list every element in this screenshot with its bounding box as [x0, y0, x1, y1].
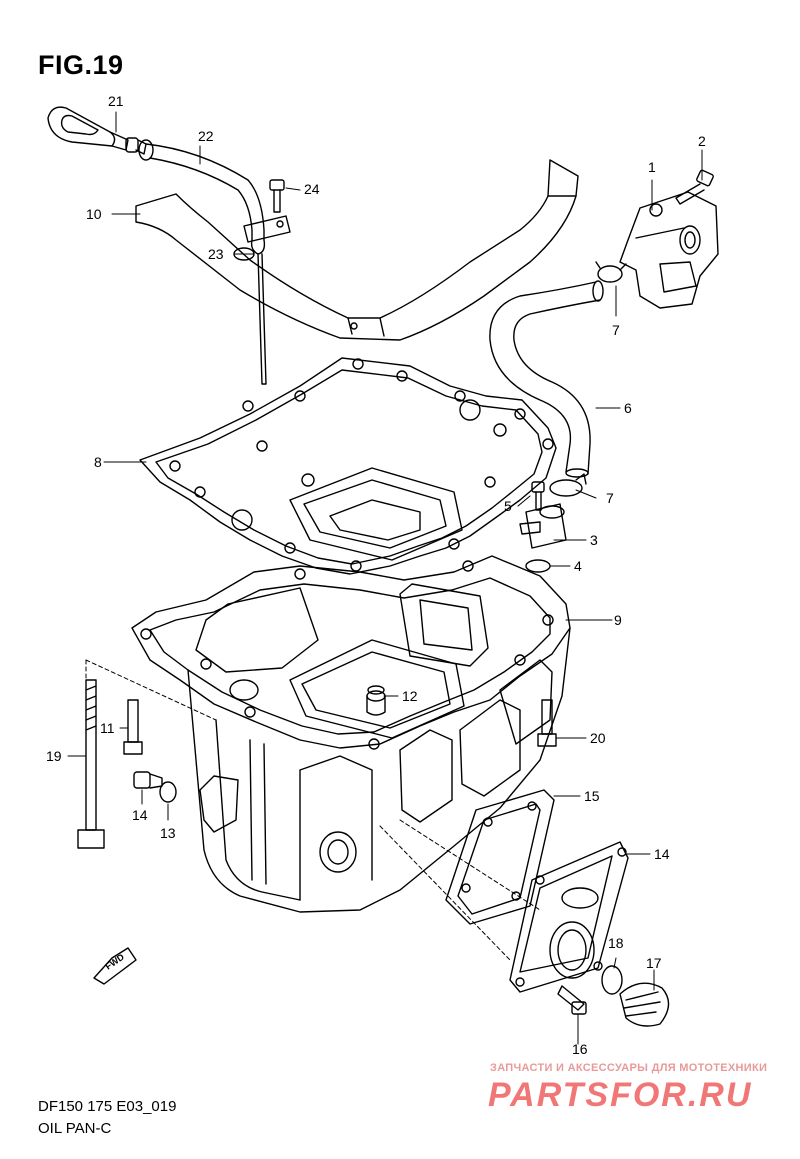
clamp-7-upper-part [595, 261, 627, 283]
hose-6-part [489, 280, 604, 478]
figure-name-caption: OIL PAN-C [38, 1120, 112, 1137]
callout-16: 15 [584, 788, 600, 804]
clamp-7-lower-part [549, 473, 587, 497]
callout-13: 13 [160, 825, 176, 841]
bolt-2-part [675, 169, 714, 205]
callout-1: 1 [648, 159, 656, 175]
callout-20: 19 [46, 748, 62, 764]
gasket-16-part [445, 789, 555, 925]
plug-18-part [619, 982, 670, 1027]
callout-5: 5 [504, 498, 512, 514]
callout-21: 20 [590, 730, 606, 746]
callout-25: 24 [304, 181, 320, 197]
callout-8: 8 [94, 454, 102, 470]
watermark-brand: PARTSFOR.RU [488, 1076, 753, 1114]
callout-2: 2 [698, 133, 706, 149]
callout-22: 21 [108, 93, 124, 109]
bolt-17-part [557, 985, 587, 1015]
figure-title: FIG.19 [38, 50, 124, 80]
bracket-10-part [135, 159, 579, 341]
bolt-14-part [133, 771, 163, 789]
bolt-5-part [531, 481, 545, 511]
callout-18: 17 [646, 955, 662, 971]
forward-arrow: FWD [93, 947, 137, 985]
callout-24: 23 [208, 246, 224, 262]
bolt-21-part [537, 699, 557, 747]
callout-10: 10 [86, 206, 102, 222]
callout-15: 14 [654, 846, 670, 862]
callout-12: 12 [402, 688, 418, 704]
bolt-11-part [123, 699, 143, 755]
watermark-tagline: ЗАПЧАСТИ И АКСЕССУАРЫ ДЛЯ МОТОТЕХНИКИ [490, 1062, 768, 1074]
leader-lines [67, 111, 703, 1045]
callout-19: 18 [608, 935, 624, 951]
callout-9: 9 [614, 612, 622, 628]
dipstick-part [47, 106, 147, 155]
housing-1-part [619, 191, 719, 309]
model-code-caption: DF150 175 E03_019 [38, 1098, 177, 1115]
callout-23: 22 [198, 128, 214, 144]
dipstick-tube-part [138, 139, 291, 385]
callout-3: 3 [590, 532, 598, 548]
callout-6: 6 [624, 400, 632, 416]
callout-7-upper: 7 [612, 322, 620, 338]
gasket-8-part [139, 357, 557, 575]
callout-17: 16 [572, 1041, 588, 1057]
callout-4: 4 [574, 558, 582, 574]
forward-arrow-label: FWD [103, 951, 126, 971]
oil-pan-9-part [131, 555, 571, 913]
o-ring-19-part [601, 965, 623, 995]
bolt-20-part [77, 679, 105, 849]
washer-13-part [159, 781, 177, 803]
callout-7-lower: 7 [606, 490, 614, 506]
callout-14: 14 [132, 807, 148, 823]
bolt-12-part [367, 685, 385, 695]
callout-11: 11 [100, 720, 115, 736]
callout-labels: 21 22 1 2 24 10 23 7 6 8 7 5 3 4 9 12 11… [46, 93, 706, 1057]
union-3-part [519, 503, 567, 549]
bolt-25-part [269, 179, 285, 213]
cover-15-part [509, 841, 629, 993]
o-ring-4-part [525, 559, 551, 573]
